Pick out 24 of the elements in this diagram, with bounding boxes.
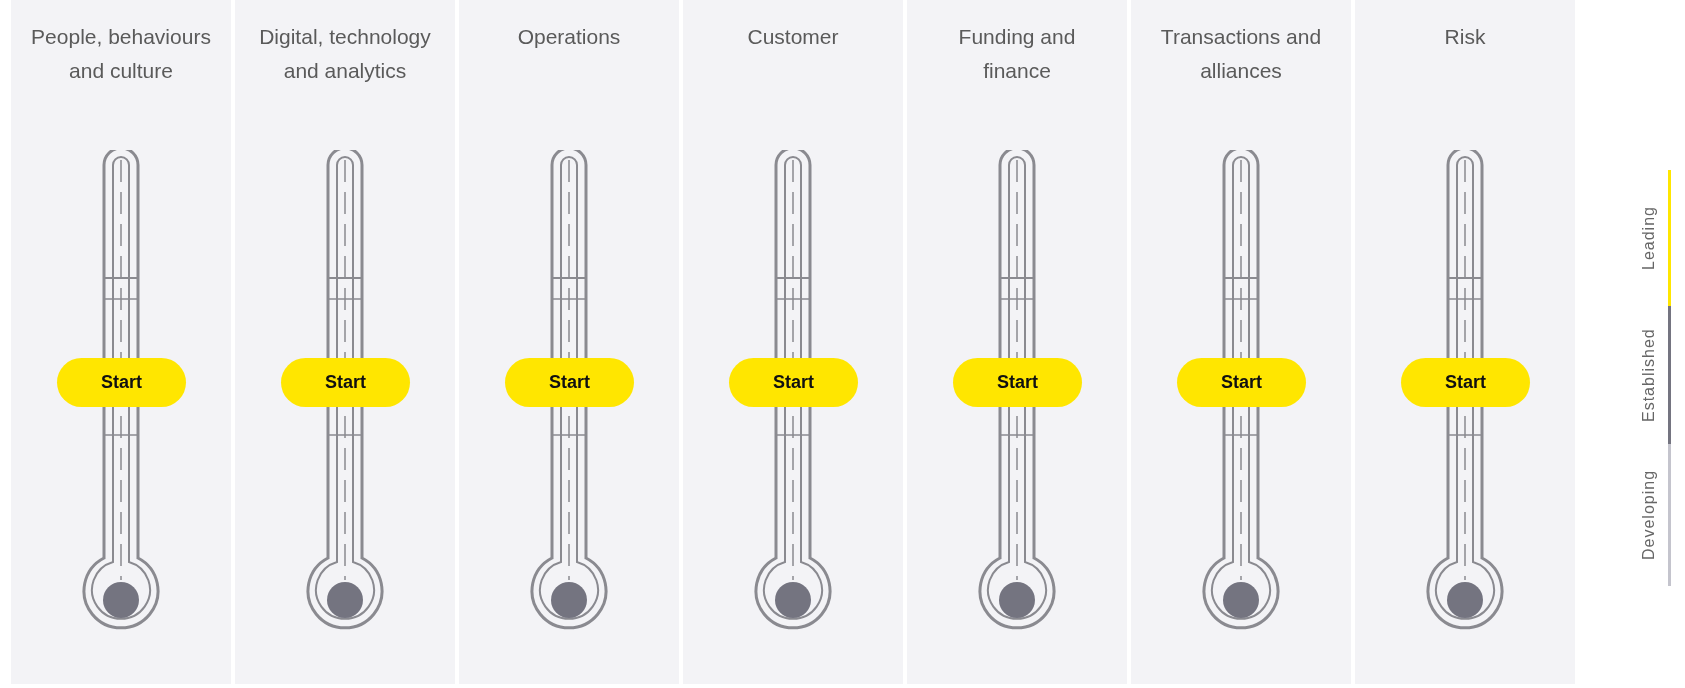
start-marker: Start — [57, 358, 186, 407]
column-heading: Digital, technology and analytics — [258, 24, 432, 84]
column-panel — [907, 0, 1127, 684]
column-panel — [683, 0, 903, 684]
start-marker: Start — [1401, 358, 1530, 407]
column-heading: Risk — [1443, 24, 1487, 50]
column-heading: Customer — [746, 24, 840, 50]
legend-label: Developing — [1640, 468, 1658, 563]
start-marker: Start — [953, 358, 1082, 407]
column-heading: Funding and finance — [957, 24, 1077, 84]
legend-label: Established — [1640, 327, 1658, 424]
column-heading: Transactions and alliances — [1159, 24, 1323, 84]
column-panel — [235, 0, 455, 684]
column-panel — [1355, 0, 1575, 684]
start-marker: Start — [505, 358, 634, 407]
column-heading: Operations — [516, 24, 622, 50]
column-panel — [459, 0, 679, 684]
start-marker: Start — [729, 358, 858, 407]
start-marker: Start — [281, 358, 410, 407]
column-heading: People, behaviours and culture — [30, 24, 212, 84]
start-marker: Start — [1177, 358, 1306, 407]
column-panel — [11, 0, 231, 684]
legend-label: Leading — [1640, 205, 1658, 272]
column-panel — [1131, 0, 1351, 684]
